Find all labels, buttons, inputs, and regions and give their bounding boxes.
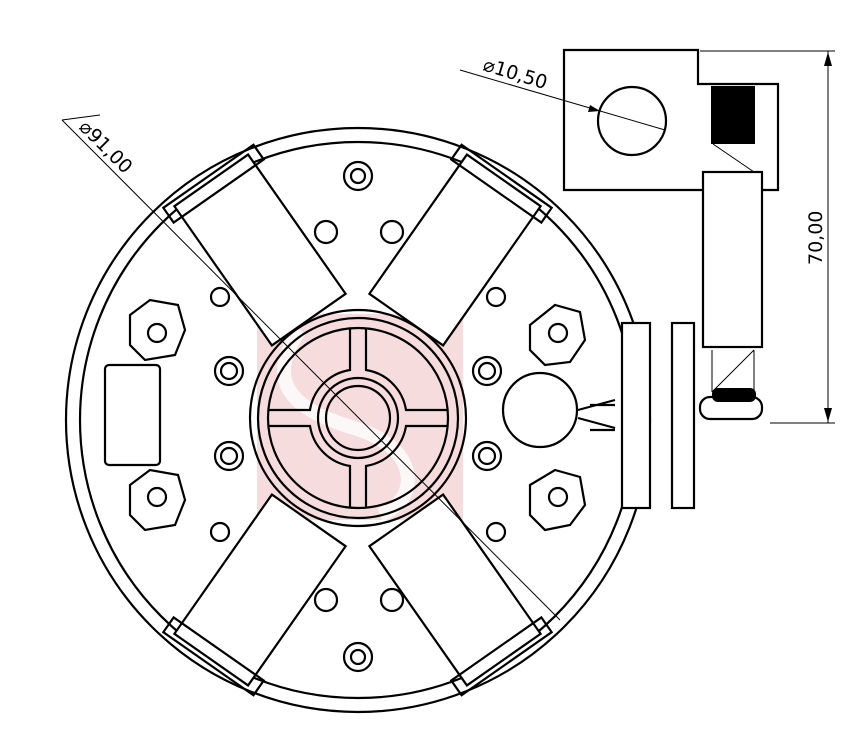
brush-box-top-left <box>161 143 348 347</box>
dimension-label-10-50: ⌀10,50 <box>481 54 550 94</box>
commutator-hub <box>248 308 468 528</box>
mount-lug-left-top <box>128 298 187 362</box>
brush-box-bottom-right <box>367 493 554 697</box>
dimension-label-91: ⌀91,00 <box>74 116 136 178</box>
mount-lug-right-top <box>528 303 587 367</box>
dimension-height: 70,00 <box>700 50 835 424</box>
terminal-body <box>620 321 652 510</box>
watermark-swirl <box>277 325 415 522</box>
mount-lug-left-bottom <box>128 468 187 532</box>
spring-hole <box>596 85 668 157</box>
mounting-holes <box>146 160 569 673</box>
dimension-label-70: 70,00 <box>805 211 827 265</box>
spring-cap <box>711 86 755 144</box>
brush-tip <box>712 388 756 402</box>
brush-arm <box>701 170 764 349</box>
brush-box-top-right <box>367 143 554 347</box>
terminal-strip <box>577 398 616 432</box>
terminal-boss <box>501 371 579 449</box>
brush-box-bottom-left <box>161 493 348 697</box>
terminal-flange <box>670 321 696 510</box>
spring-housing-block <box>562 48 780 192</box>
connector-tab-left <box>103 363 162 467</box>
mount-lug-right-bottom <box>528 468 587 532</box>
